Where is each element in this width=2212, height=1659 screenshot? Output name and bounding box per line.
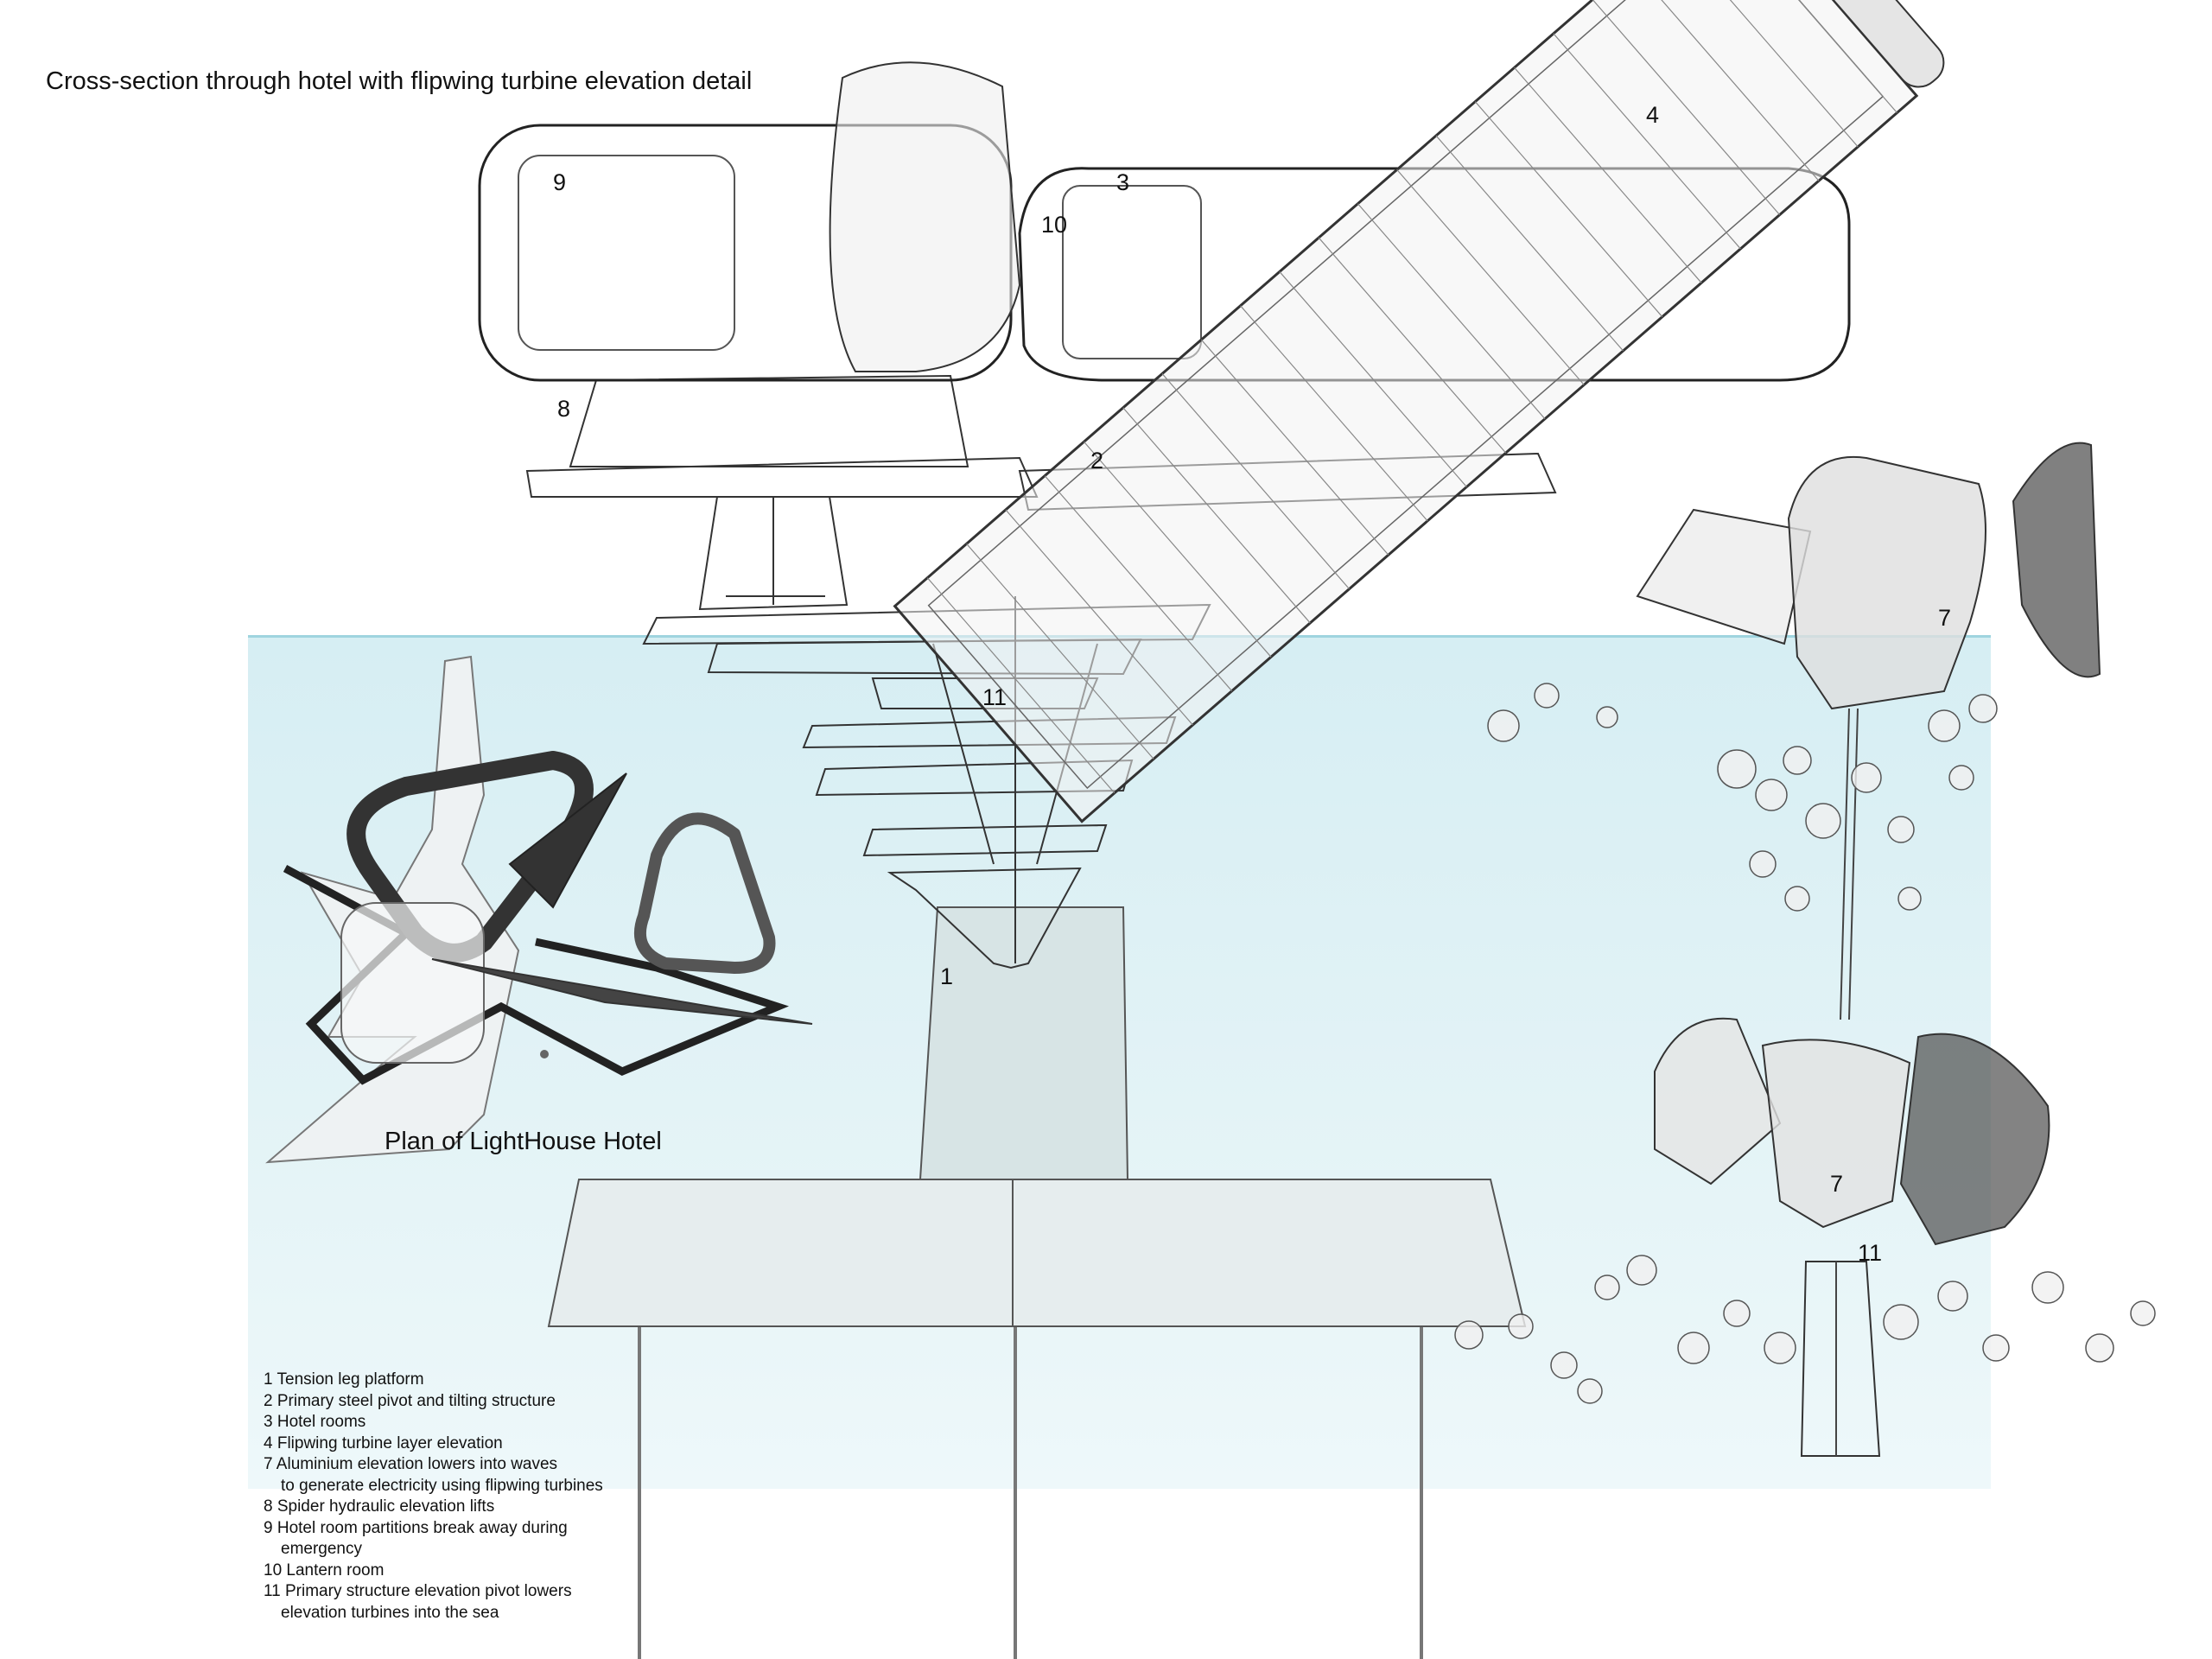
diagram-title: Cross-section through hotel with flipwin…: [46, 67, 753, 95]
callout-1: 1: [940, 963, 954, 989]
callout-8: 8: [557, 396, 571, 422]
legend: 1 Tension leg platform 2 Primary steel p…: [264, 1370, 603, 1624]
legend-item: 2 Primary steel pivot and tilting struct…: [264, 1391, 556, 1410]
hotel-elevation-upper: [1487, 442, 2101, 1020]
legend-item: 10 Lantern room: [264, 1560, 385, 1580]
plan-caption: Plan of LightHouse Hotel: [385, 1128, 662, 1155]
legend-item: 1 Tension leg platform: [264, 1370, 424, 1389]
flipwing-turbine-layer: [893, 0, 1945, 823]
callout-10: 10: [1041, 212, 1068, 238]
callout-11: 11: [982, 684, 1007, 710]
hotel-elevation-lower: [1454, 1017, 2156, 1457]
callout-3: 3: [1116, 169, 1130, 195]
callout-4: 4: [1646, 102, 1660, 128]
legend-item: 8 Spider hydraulic elevation lifts: [264, 1497, 495, 1516]
legend-item: 9 Hotel room partitions break away durin…: [264, 1518, 568, 1537]
callout-7-lower: 7: [1830, 1171, 1844, 1197]
hotel-plan-drawing: [265, 655, 813, 1164]
legend-item: 3 Hotel rooms: [264, 1413, 366, 1431]
callout-11-lower: 11: [1858, 1240, 1883, 1266]
elevations-caption: Hotel elevations: [1763, 1499, 1936, 1526]
callout-9: 9: [553, 169, 567, 195]
legend-item-continuation: elevation turbines into the sea: [281, 1603, 499, 1622]
tension-leg-platform: [547, 1179, 1527, 1327]
callout-7-upper: 7: [1938, 605, 1952, 631]
platform-column: [918, 906, 1129, 1180]
legend-item-continuation: emergency: [281, 1540, 362, 1558]
tension-legs: [638, 1322, 1423, 1659]
callout-2: 2: [1090, 448, 1104, 474]
pivot-fin: [829, 61, 1021, 372]
legend-item: 4 Flipwing turbine layer elevation: [264, 1433, 503, 1452]
legend-item-continuation: to generate electricity using flipwing t…: [281, 1476, 603, 1495]
legend-item: 7 Aluminium elevation lowers into waves: [264, 1455, 558, 1473]
legend-item: 11 Primary structure elevation pivot low…: [264, 1582, 572, 1600]
